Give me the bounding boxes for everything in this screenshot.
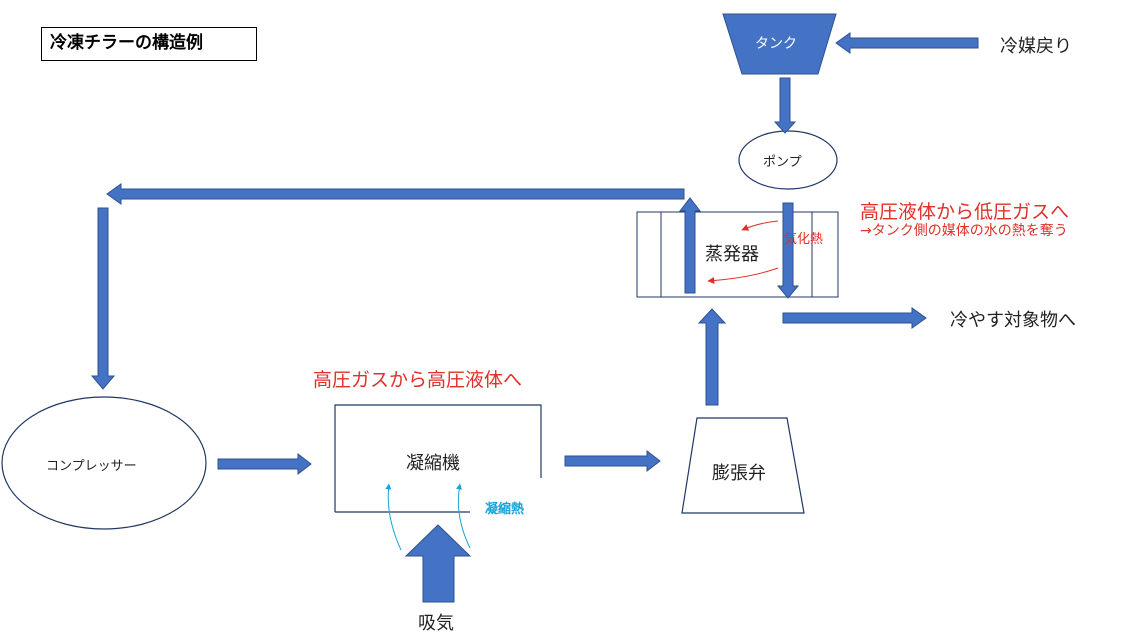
arrow-top-return xyxy=(106,183,685,205)
arrow-evaporator-up xyxy=(678,197,702,294)
vaporization-heat-arrow-lower xyxy=(707,267,779,285)
arrow-return-to-tank xyxy=(835,32,979,54)
expansion-valve-shape xyxy=(681,417,805,514)
evaporator-annotation-title: 高圧液体から低圧ガスへ xyxy=(860,201,1070,223)
tank-shape xyxy=(722,13,837,75)
condensation-heat-arrow-left xyxy=(385,483,402,551)
pump-label: ポンプ xyxy=(763,155,802,170)
compressor-shape xyxy=(1,396,207,530)
evaporator-shape xyxy=(636,211,839,298)
arrow-tank-to-pump xyxy=(773,77,797,134)
arrow-down-to-compressor xyxy=(90,207,116,390)
expansion-valve-label: 膨張弁 xyxy=(712,463,766,484)
condensation-heat-label: 凝縮熱 xyxy=(485,502,525,517)
condensation-heat-arrow-right xyxy=(456,483,471,549)
to-cooling-target-label: 冷やす対象物へ xyxy=(950,310,1076,331)
vaporization-heat-arrow-upper xyxy=(741,220,779,231)
diagram-title: 冷凍チラーの構造例 xyxy=(41,27,257,61)
tank-label: タンク xyxy=(755,36,797,52)
arrow-pump-through-evaporator xyxy=(776,202,800,299)
condenser-annotation-title: 高圧ガスから高圧液体へ xyxy=(313,369,523,391)
evaporator-label: 蒸発器 xyxy=(705,244,759,265)
condenser-shape xyxy=(334,404,542,513)
compressor-label: コンプレッサー xyxy=(46,459,137,474)
vaporization-heat-label: 気化熱 xyxy=(784,232,824,247)
arrow-condenser-to-valve xyxy=(564,449,661,473)
intake-label: 吸気 xyxy=(418,613,454,634)
refrigerant-return-label: 冷媒戻り xyxy=(1000,36,1072,57)
arrow-valve-to-evaporator xyxy=(697,308,727,406)
evaporator-annotation-note: →タンク側の媒体の水の熱を奪う xyxy=(860,223,1068,239)
arrow-intake xyxy=(404,524,472,603)
pump-shape xyxy=(738,130,838,190)
arrow-compressor-to-condenser xyxy=(217,452,312,476)
arrow-to-cooling-target xyxy=(782,307,927,329)
condenser-label: 凝縮機 xyxy=(406,453,460,474)
